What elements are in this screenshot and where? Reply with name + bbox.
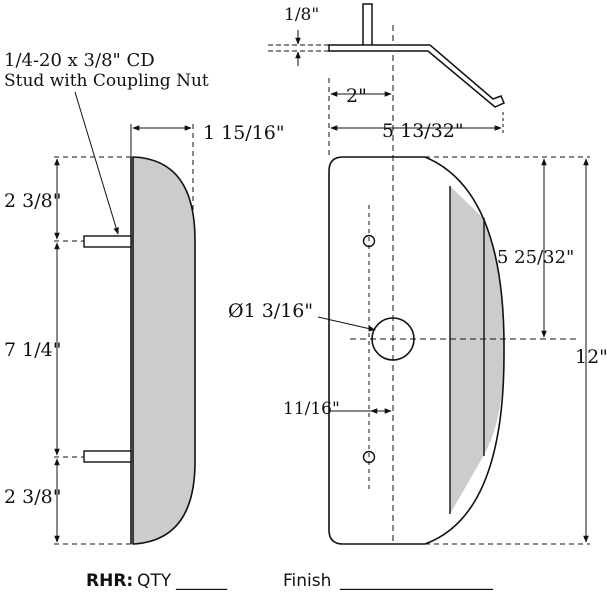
finish-blank: __________________	[339, 571, 494, 591]
bottom-spacing-label: 2 3/8"	[4, 486, 61, 508]
bracket-dimensions	[268, 30, 329, 66]
hole-offset-label: 11/16"	[283, 399, 340, 419]
stud-label-line1: 1/4-20 x 3/8" CD	[4, 50, 155, 71]
side-dimensions	[54, 91, 194, 545]
footer: RHR: QTY ______ Finish _________________…	[86, 571, 494, 591]
front-dimensions	[317, 25, 590, 545]
front-shaded-band	[450, 186, 504, 514]
hole-diameter-label: Ø1 3/16"	[228, 300, 313, 322]
bracket-top-view	[328, 3, 505, 108]
stud-label-line2: Stud with Coupling Nut	[4, 71, 209, 91]
finish-label: Finish	[283, 571, 331, 591]
side-view	[83, 156, 196, 545]
bracket-offset-label: 2"	[346, 85, 367, 107]
side-depth-label: 1 15/16"	[203, 122, 285, 144]
top-spacing-label: 2 3/8"	[4, 190, 61, 212]
stud-leader	[74, 91, 119, 235]
bracket-thickness-label: 1/8"	[284, 5, 319, 25]
qty-blank: ______	[175, 571, 228, 591]
bracket-arm	[328, 44, 505, 108]
text-labels: 1/8" 1/4-20 x 3/8" CD Stud with Coupling…	[4, 5, 607, 508]
top-stud	[83, 235, 132, 248]
overall-height-label: 12"	[575, 346, 607, 368]
hole-height-label: 5 25/32"	[497, 247, 574, 268]
bracket-post	[362, 3, 373, 49]
side-plate-fill	[132, 156, 196, 545]
hole-leader	[317, 316, 376, 332]
front-view	[328, 156, 505, 545]
hand-label: RHR:	[86, 571, 133, 591]
qty-label: QTY	[137, 571, 172, 591]
stud-spacing-label: 7 1/4"	[4, 339, 61, 361]
bracket-span-label: 5 13/32"	[382, 120, 464, 142]
bottom-stud	[83, 450, 132, 463]
